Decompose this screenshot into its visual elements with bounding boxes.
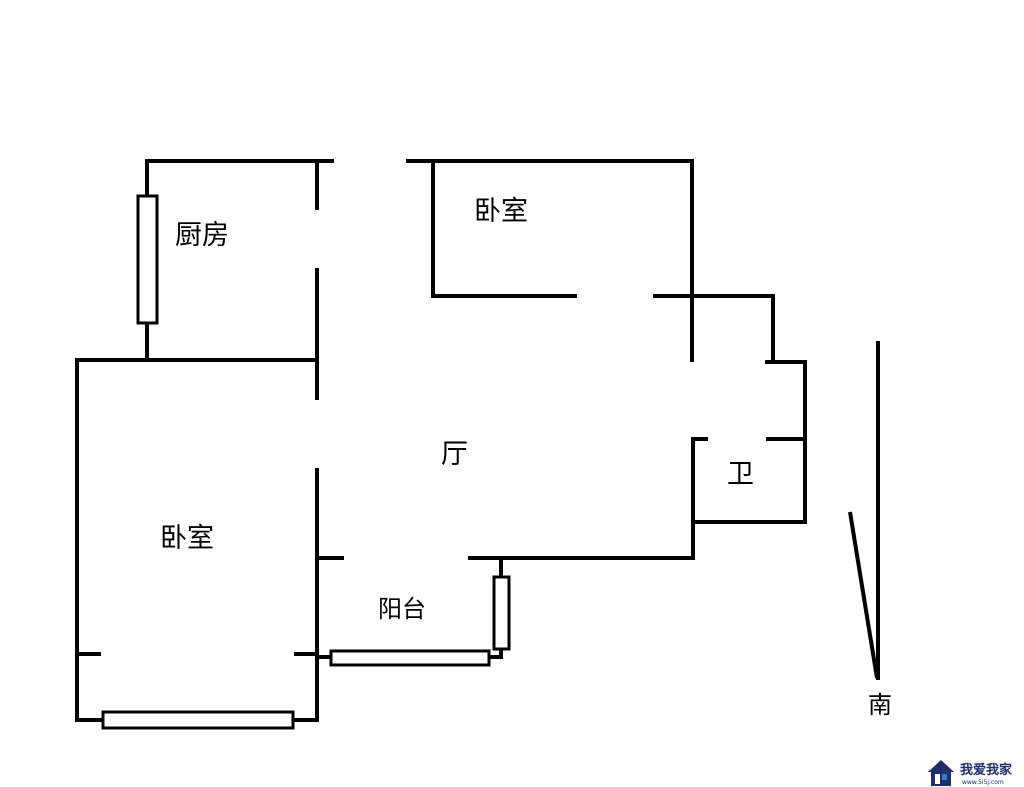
kitchen-label: 厨房 <box>175 220 229 251</box>
west-bedroom-walls <box>75 358 319 722</box>
house-icon <box>928 760 954 786</box>
watermark-brand: 我爱我家 <box>960 762 1013 778</box>
balcony-window-south <box>329 649 491 667</box>
north-bedroom-walls <box>406 159 775 362</box>
kitchen-walls <box>75 159 334 400</box>
west-bedroom-window <box>101 710 295 730</box>
bathroom-walls <box>691 294 807 560</box>
balcony-label: 阳台 <box>378 595 426 623</box>
watermark-url: www.5i5j.com <box>962 779 1004 786</box>
compass-arrow <box>848 341 880 680</box>
bathroom-label: 卫 <box>727 459 754 490</box>
kitchen-window <box>136 194 159 325</box>
watermark-logo: 我爱我家 www.5i5j.com <box>928 760 1013 786</box>
north-bedroom-label: 卧室 <box>474 196 528 227</box>
living-room-walls <box>315 468 695 722</box>
living-room-label: 厅 <box>441 439 468 470</box>
compass-label: 南 <box>868 691 892 719</box>
west-bedroom-label: 卧室 <box>160 523 214 554</box>
balcony-window-east <box>492 575 511 651</box>
